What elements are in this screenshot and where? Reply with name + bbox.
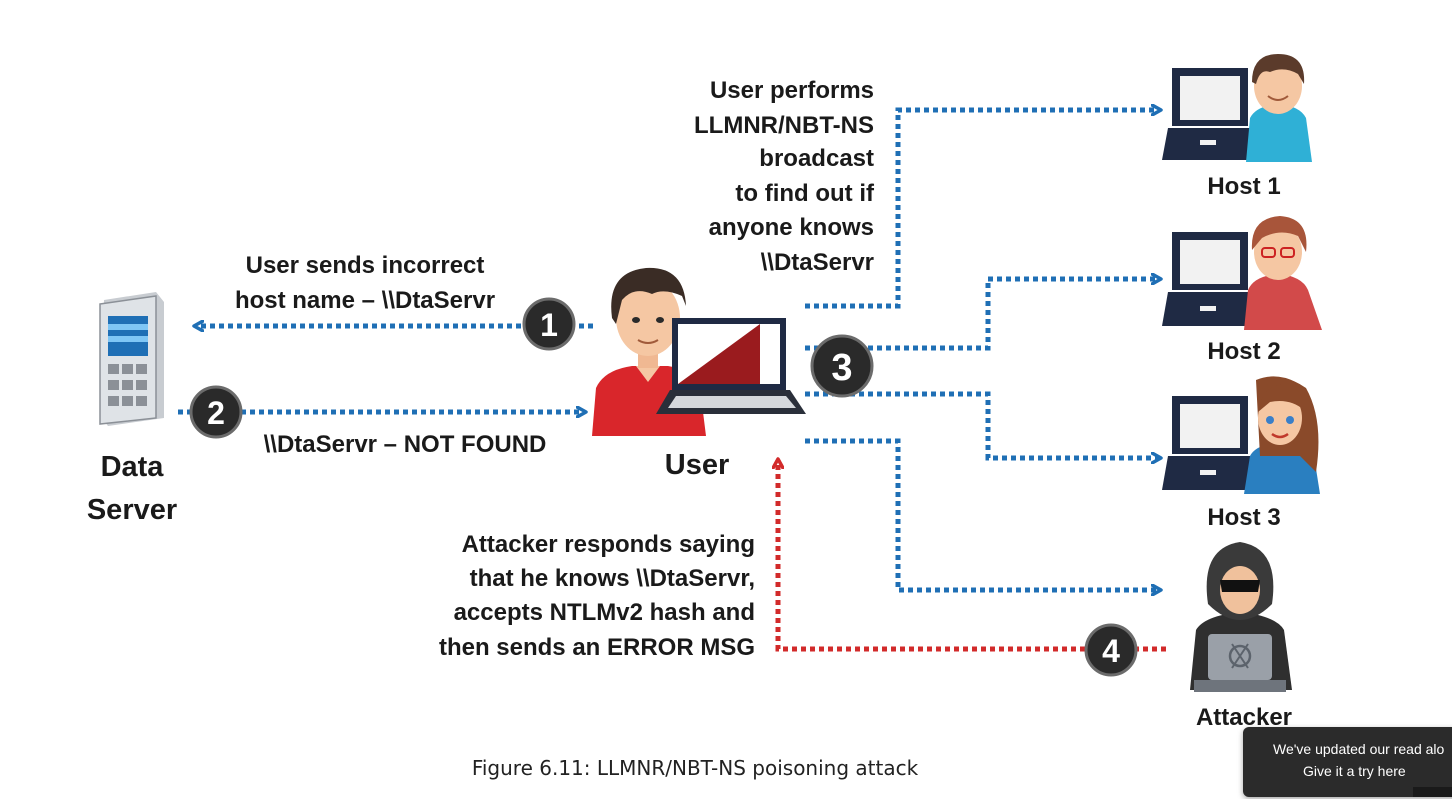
step1-annotation-line1: User sends incorrect [246,252,485,279]
host1-icon [1162,54,1312,162]
host1-label: Host 1 [1207,173,1280,200]
step-badge-2: 2 [189,385,243,439]
host3-icon [1162,376,1320,494]
toast-message-line1: We've updated our read alo [1273,741,1445,757]
data-server-label-line2: Server [87,494,177,526]
arrow-host3 [805,391,1160,458]
arrow-host1 [805,110,1160,309]
host3-label: Host 3 [1207,504,1280,531]
arrow-host2 [805,279,1160,351]
arrow-attacker-response [778,460,1166,652]
arrow-attacker [805,438,1160,590]
user-label: User [665,449,730,481]
step3-annotation-line2: LLMNR/NBT-NS [694,112,874,139]
step4-annotation-line3: accepts NTLMv2 hash and [454,599,755,626]
step3-annotation-line3: broadcast [759,145,874,172]
step3-annotation-line5: anyone knows [709,214,874,241]
user-laptop-icon [656,318,806,414]
step-badge-4: 4 [1084,623,1138,677]
step-badge-2-number: 2 [207,395,225,431]
data-server-icon [99,292,164,426]
figure-caption: Figure 6.11: LLMNR/NBT-NS poisoning atta… [471,756,919,780]
attacker-icon [1190,542,1292,692]
step3-annotation-line6: \\DtaServr [761,249,874,276]
step4-annotation-line4: then sends an ERROR MSG [439,634,755,661]
read-aloud-toast[interactable]: We've updated our read alo Give it a try… [1243,727,1452,797]
toast-corner-mark [1413,787,1452,797]
step-badge-4-number: 4 [1102,633,1120,669]
host2-label: Host 2 [1207,338,1280,365]
step2-annotation: \\DtaServr – NOT FOUND [264,431,547,458]
attacker-label: Attacker [1196,704,1292,731]
step-badge-1: 1 [522,297,576,351]
step3-annotation-line4: to find out if [735,180,875,207]
step3-annotation-line1: User performs [710,77,874,104]
step4-annotation-line1: Attacker responds saying [462,531,755,558]
data-server-label-line1: Data [101,451,165,483]
host2-icon [1162,216,1322,330]
step-badge-3: 3 [810,334,874,398]
step1-annotation-line2: host name – \\DtaServr [235,287,495,314]
step4-annotation-line2: that he knows \\DtaServr, [470,565,755,592]
toast-try-link[interactable]: Give it a try here [1303,763,1406,779]
step-badge-3-number: 3 [831,347,852,389]
step-badge-1-number: 1 [540,307,558,343]
